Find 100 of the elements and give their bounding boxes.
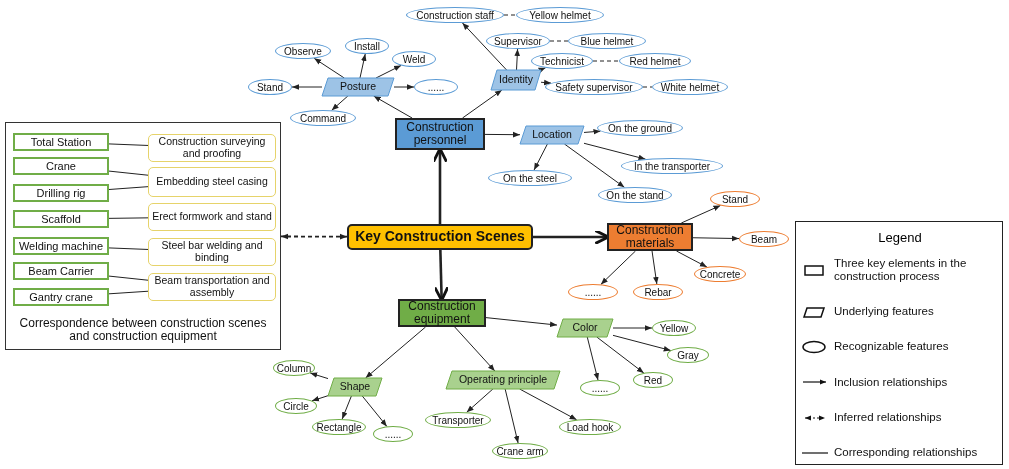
scene-box: Construction surveying and proofing	[148, 134, 276, 162]
connector-line	[108, 247, 149, 250]
arrow	[533, 143, 548, 171]
feature-ellipse: On the ground	[597, 120, 683, 136]
arrow	[365, 326, 427, 379]
legend-text: Recognizable features	[834, 340, 949, 354]
feature-ellipse: ......	[414, 79, 458, 95]
feature-ellipse: Observe	[275, 43, 331, 59]
feature-ellipse: Construction staff	[406, 7, 504, 23]
arrow	[519, 388, 578, 421]
arrow	[393, 84, 415, 90]
arrow	[466, 388, 494, 413]
arrow	[280, 233, 348, 240]
feature-parallelogram: Identity	[491, 70, 541, 90]
legend-text: Corresponding relationships	[834, 446, 978, 460]
arrow	[461, 22, 508, 71]
arrow	[538, 67, 547, 74]
arrow	[504, 388, 520, 444]
connector-line	[642, 86, 653, 88]
feature-ellipse: Load hook	[559, 419, 621, 435]
equipment-box: Beam Carrier	[13, 262, 109, 280]
feature-parallelogram: Shape	[328, 378, 382, 396]
arrow	[454, 326, 496, 372]
feature-ellipse: Rebar	[633, 284, 683, 300]
feature-ellipse: Supervisor	[486, 33, 550, 49]
feature-ellipse: Stand	[248, 79, 292, 95]
equipment-box: Total Station	[13, 133, 109, 151]
feature-ellipse: Red	[633, 372, 673, 388]
feature-parallelogram: Posture	[322, 78, 394, 96]
equipment-box: Drilling rig	[13, 184, 109, 202]
connector-line	[108, 186, 149, 190]
feature-ellipse: Technicist	[531, 53, 593, 69]
element-box: Construction personnel	[395, 118, 485, 150]
feature-ellipse: Red helmet	[619, 53, 691, 69]
panel-caption: Correspondence between construction scenes and construction equipment	[18, 316, 268, 343]
arrow	[676, 250, 708, 268]
feature-ellipse: Crane arm	[492, 443, 548, 459]
connector-line	[503, 14, 517, 16]
arrow	[514, 48, 521, 71]
feature-ellipse: ......	[568, 284, 618, 300]
feature-parallelogram: Operating principle	[446, 371, 560, 389]
correspondence-panel	[5, 122, 281, 350]
feature-ellipse: Concrete	[694, 266, 746, 282]
feature-ellipse: Rectangle	[312, 419, 366, 435]
legend-text: Three key elements in the construction process	[834, 257, 968, 284]
arrow	[600, 250, 636, 285]
arrow	[462, 89, 503, 119]
feature-parallelogram: Location	[520, 126, 584, 144]
scene-box: Erect formwork and stand	[148, 203, 276, 231]
feature-ellipse: Command	[290, 110, 356, 126]
arrow	[484, 131, 521, 138]
connector-line	[108, 217, 149, 219]
element-box: Construction equipment	[398, 299, 486, 327]
arrow	[291, 84, 323, 90]
arrow	[680, 205, 721, 224]
arrow	[583, 142, 647, 161]
central-box: Key Construction Scenes	[347, 224, 533, 250]
arrow	[373, 95, 413, 119]
arrow	[485, 317, 558, 328]
equipment-box: Scaffold	[13, 210, 109, 228]
arrow	[311, 395, 329, 402]
arrow	[612, 334, 672, 352]
feature-ellipse: Gray	[667, 347, 709, 363]
legend-text: Inferred relationships	[834, 411, 942, 425]
connector-line	[592, 60, 620, 62]
arrow	[692, 235, 740, 242]
feature-ellipse: Install	[345, 38, 389, 54]
feature-ellipse: In the transporter	[621, 158, 723, 174]
arrow	[596, 336, 645, 374]
feature-ellipse: Stand	[710, 191, 760, 207]
element-box: Construction materials	[607, 223, 693, 251]
arrow	[359, 53, 367, 79]
arrow	[586, 336, 600, 381]
arrow	[612, 325, 653, 331]
scene-box: Beam transportation and assembly	[148, 273, 276, 301]
arrow	[433, 249, 450, 302]
legend-title: Legend	[878, 230, 922, 245]
scene-box: Embedding steel casing	[148, 167, 276, 197]
connector-line	[108, 143, 149, 146]
feature-ellipse: Weld	[392, 51, 436, 67]
arrow	[540, 79, 552, 86]
feature-ellipse: Beam	[739, 231, 789, 247]
arrow	[331, 95, 349, 111]
feature-ellipse: Circle	[275, 398, 317, 414]
connector-line	[108, 290, 149, 295]
feature-ellipse: Yellow	[652, 320, 696, 336]
feature-ellipse: Yellow helmet	[516, 7, 604, 23]
connector-line	[108, 170, 149, 176]
connector-line	[108, 275, 149, 281]
feature-ellipse: ......	[580, 380, 620, 396]
feature-ellipse: Blue helmet	[568, 33, 646, 49]
connector-line	[549, 40, 569, 42]
arrow	[341, 395, 352, 420]
feature-ellipse: On the steel	[488, 170, 572, 186]
arrow	[313, 57, 345, 79]
feature-ellipse: On the stand	[598, 187, 672, 203]
arrow	[375, 64, 402, 79]
legend-text: Inclusion relationships	[834, 375, 948, 389]
scene-box: Steel bar welding and binding	[148, 238, 276, 266]
arrow	[361, 395, 388, 427]
